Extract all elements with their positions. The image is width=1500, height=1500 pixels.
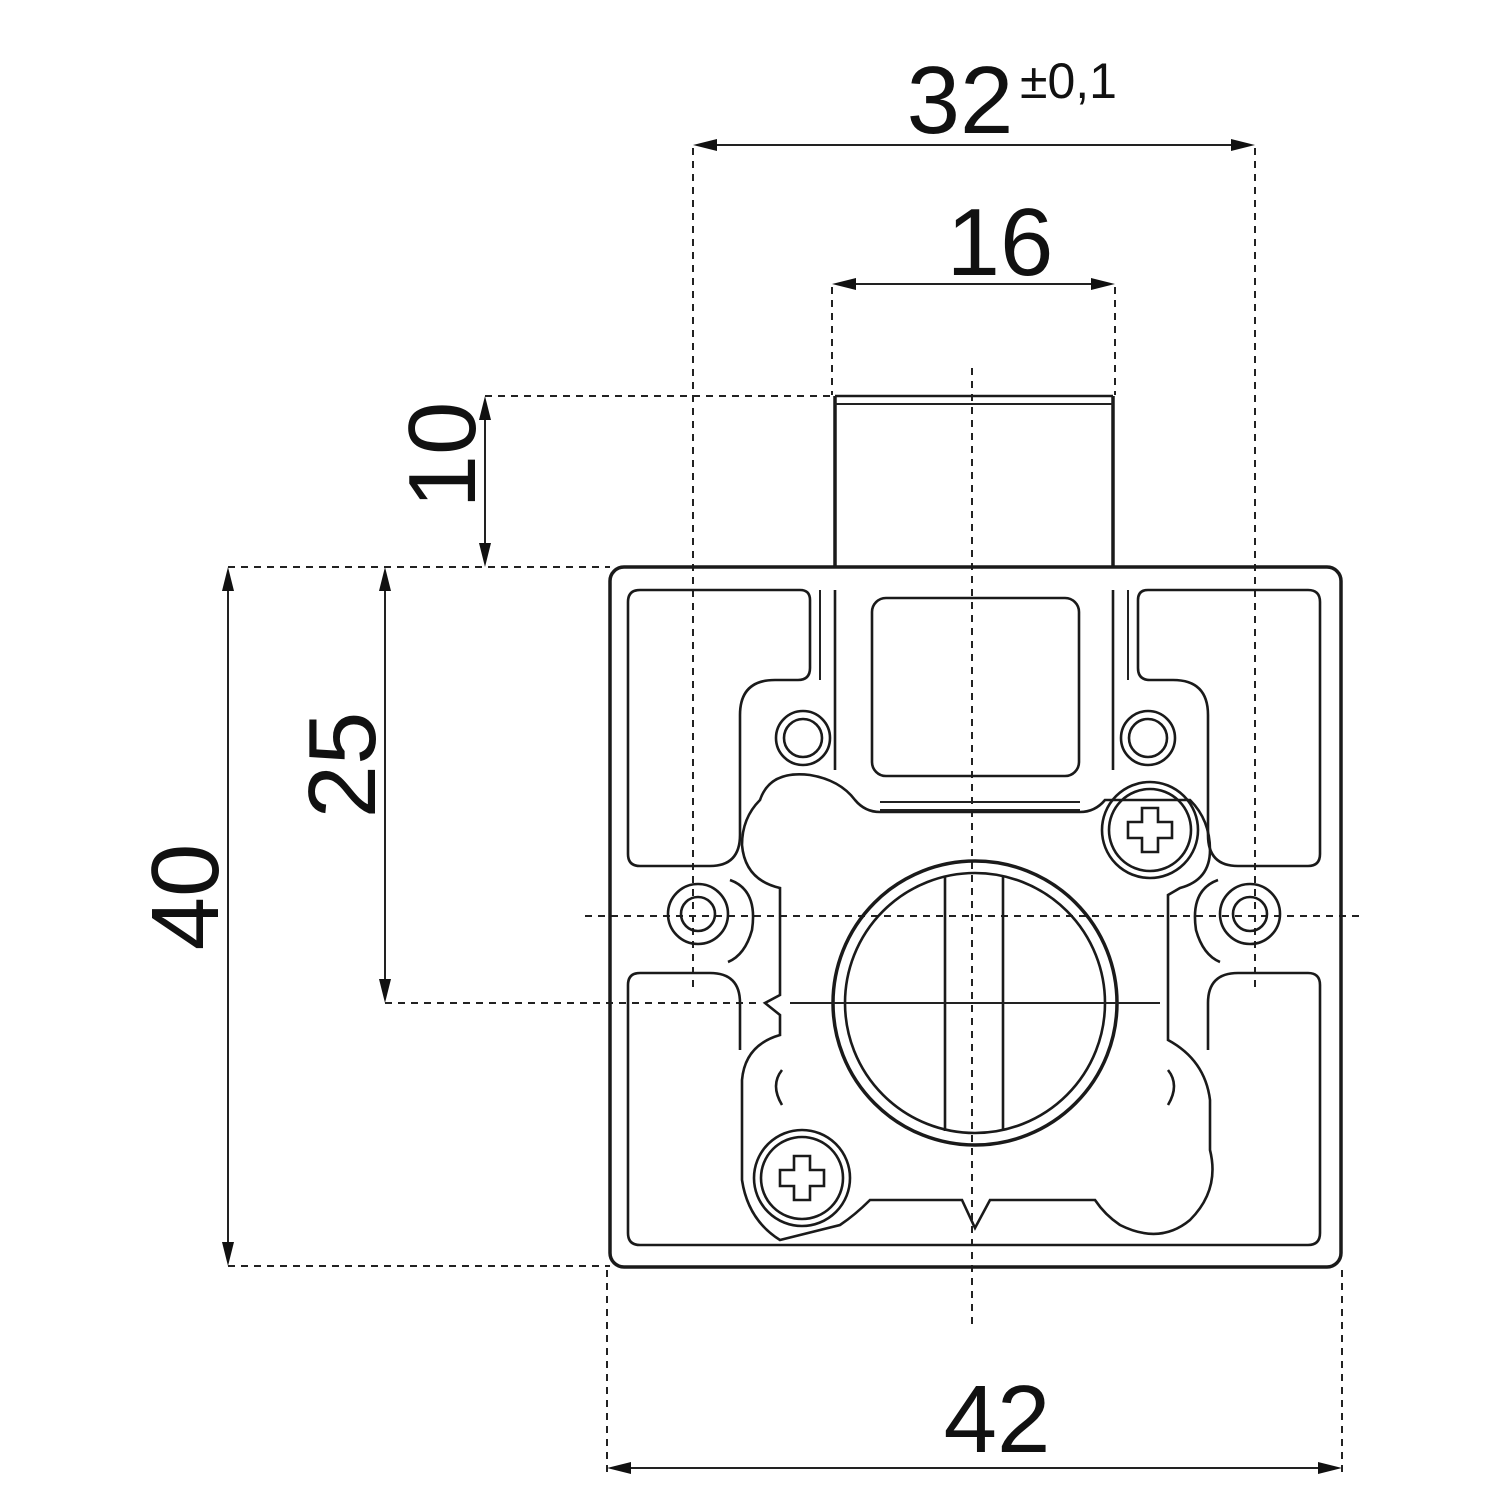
lock-cylinder [790,859,1160,1147]
screw-lower-left [752,1128,852,1228]
dimension-40-label: 40 [132,844,239,951]
dimension-25-label: 25 [289,712,396,819]
extension-lines [228,148,1343,1475]
dimension-10 [479,396,491,567]
lower-hole-right [1166,1069,1176,1106]
dimension-40 [222,567,234,1266]
upper-hole-right [1119,709,1177,767]
mounting-hole-left [666,878,755,964]
lock-bolt [833,394,1115,567]
dimension-10-label: 10 [389,402,496,509]
dimension-42 [607,1462,1342,1474]
screw-upper-right [1100,780,1200,880]
dimension-32-tolerance: ±0,1 [1020,53,1117,109]
dimension-25 [379,567,391,1003]
center-lines [585,368,1365,1330]
lower-hole-left [774,1069,784,1106]
lock-housing [608,565,1343,1269]
dimension-42-label: 42 [944,1366,1051,1473]
dimension-32-label: 32 [907,47,1014,154]
mounting-hole-right [1193,878,1282,964]
upper-hole-left [774,709,832,767]
dimension-16 [832,278,1115,290]
dimension-16-label: 16 [947,189,1054,296]
dimension-32 [693,139,1255,151]
